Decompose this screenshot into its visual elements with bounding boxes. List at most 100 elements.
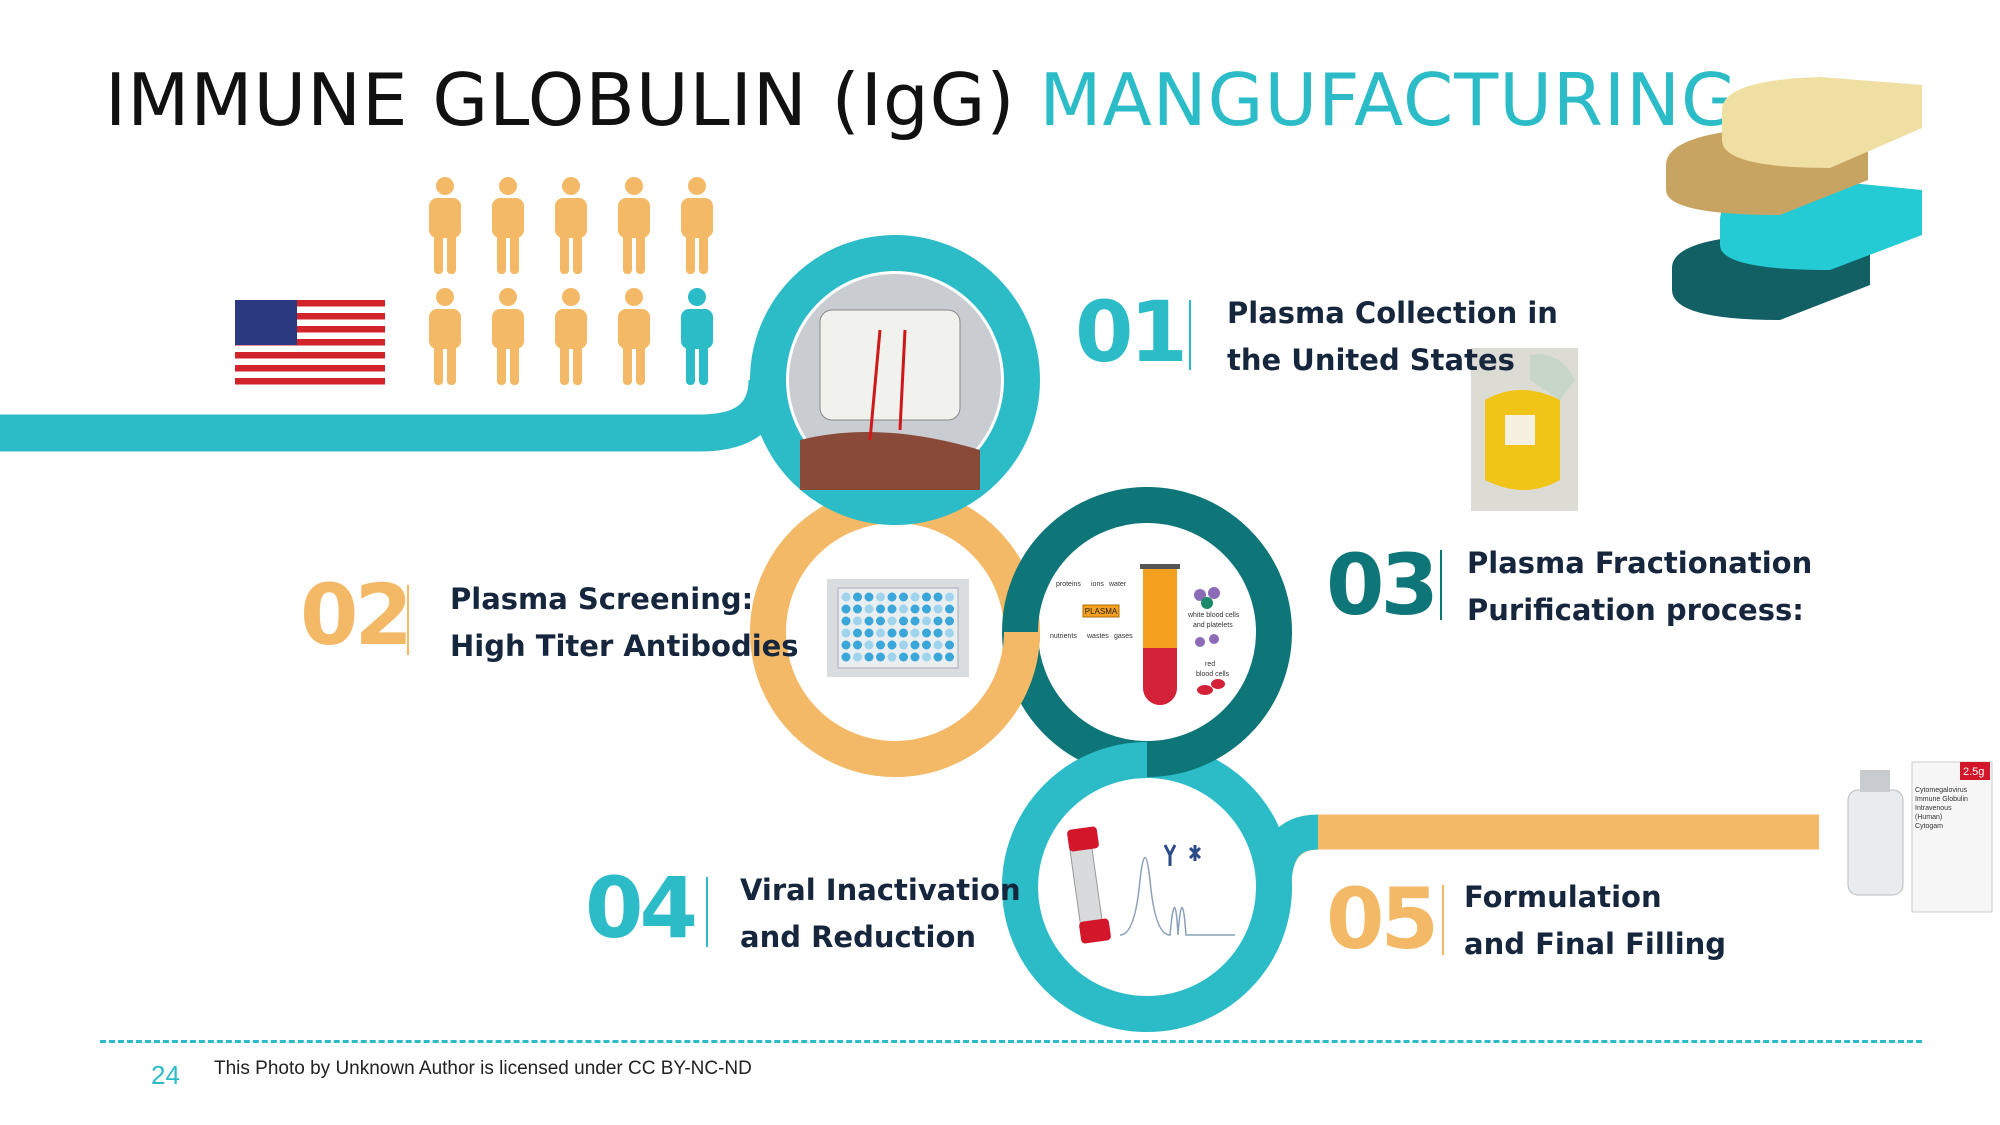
plate-well [899, 616, 908, 626]
plate-well [899, 640, 908, 650]
plate-well [933, 652, 943, 662]
plate-well [841, 592, 851, 602]
photo-credit: This Photo by Unknown Author is licensed… [214, 1058, 752, 1079]
page-title: IMMUNE GLOBULIN (IgG) MANGUFACTURING [105, 58, 1738, 142]
step-01-divider [1189, 300, 1191, 370]
plate-well [933, 616, 943, 626]
plate-well [864, 652, 874, 662]
plate-well [922, 616, 931, 626]
plate-well [933, 640, 943, 650]
plate-well [853, 592, 862, 602]
step-02-divider [407, 585, 409, 655]
step-05-number: 05 [1326, 870, 1439, 968]
plate-well [899, 652, 908, 662]
title-main: IMMUNE GLOBULIN (IgG) [105, 58, 1016, 142]
person-icon [681, 177, 713, 274]
person-icon [618, 288, 650, 385]
rbc-label-1: red [1205, 661, 1215, 668]
wastes-label: wastes [1086, 633, 1109, 640]
person-icon [555, 288, 587, 385]
step-01-number: 01 [1075, 283, 1188, 381]
person-icon [618, 177, 650, 274]
white-cells-icon [1194, 587, 1220, 647]
plate-well [933, 628, 943, 638]
plate-well [910, 616, 920, 626]
plate-well [864, 592, 874, 602]
plate-well [876, 640, 885, 650]
product-vials-photo: 2.5g [1847, 761, 1993, 913]
plate-well [887, 652, 897, 662]
plate-well [899, 604, 908, 614]
nutrients-label: nutrients [1050, 633, 1077, 640]
person-icon [429, 288, 461, 385]
plate-well [841, 652, 851, 662]
plate-well [853, 640, 862, 650]
plate-well [887, 604, 897, 614]
plate-well [864, 640, 874, 650]
water-label: water [1108, 581, 1127, 588]
chromatography-image [1041, 781, 1253, 993]
plate-well [945, 592, 954, 602]
plate-well [876, 628, 885, 638]
red-cells-icon [1197, 679, 1225, 695]
plate-well [864, 604, 874, 614]
step-02-number: 02 [300, 566, 413, 664]
plate-well [887, 592, 897, 602]
plate-well [876, 616, 885, 626]
plate-well [853, 628, 862, 638]
person-icon-highlighted [681, 288, 713, 385]
step-05-divider [1442, 885, 1444, 955]
ring-2-right [894, 631, 1040, 777]
teal-band [0, 378, 786, 452]
person-icon [429, 177, 461, 274]
plate-well [841, 604, 851, 614]
plate-well [945, 604, 954, 614]
proteins-label: proteins [1056, 581, 1081, 588]
plate-well [945, 616, 954, 626]
step-04-divider [706, 877, 708, 947]
plate-well [899, 628, 908, 638]
plate-well [841, 640, 851, 650]
plate-well [864, 616, 874, 626]
plate-well [864, 628, 874, 638]
plate-well [922, 592, 931, 602]
plate-well [899, 592, 908, 602]
plate-well [876, 592, 885, 602]
platelets-label: and platelets [1193, 622, 1233, 629]
person-icon [492, 288, 524, 385]
plate-well [887, 628, 897, 638]
step-03-divider [1440, 550, 1442, 620]
gases-label: gases [1114, 633, 1133, 640]
step-02-text: Plasma Screening:High Titer Antibodies [450, 582, 799, 663]
elisa-plate-photo [827, 579, 969, 677]
people-icons [429, 177, 713, 385]
plate-well [945, 652, 954, 662]
step-04-number: 04 [585, 859, 698, 957]
vial-box-text: Cytomegalovirus Immune Globulin Intraven… [1915, 787, 1968, 830]
plate-well [922, 604, 931, 614]
plasma-bag-photo [1471, 348, 1578, 511]
plate-well [922, 640, 931, 650]
plate-well [887, 640, 897, 650]
footer-divider [100, 1040, 1922, 1043]
plate-well [853, 616, 862, 626]
plate-well [945, 640, 954, 650]
plate-well [876, 652, 885, 662]
rbc-label-2: blood cells [1196, 671, 1230, 678]
ring-4-top [1002, 742, 1148, 888]
ring-4-right [1256, 814, 1320, 888]
step-03-number: 03 [1326, 536, 1439, 634]
plate-well [910, 604, 920, 614]
page-number: 24 [151, 1060, 180, 1090]
title-accent: MANGUFACTURING [1039, 58, 1738, 142]
ring-step-01 [750, 235, 1040, 525]
plate-well [910, 628, 920, 638]
plate-well [910, 652, 920, 662]
us-flag-icon [235, 300, 385, 385]
plate-well [933, 592, 943, 602]
wbc-label: white blood cells [1187, 612, 1240, 619]
